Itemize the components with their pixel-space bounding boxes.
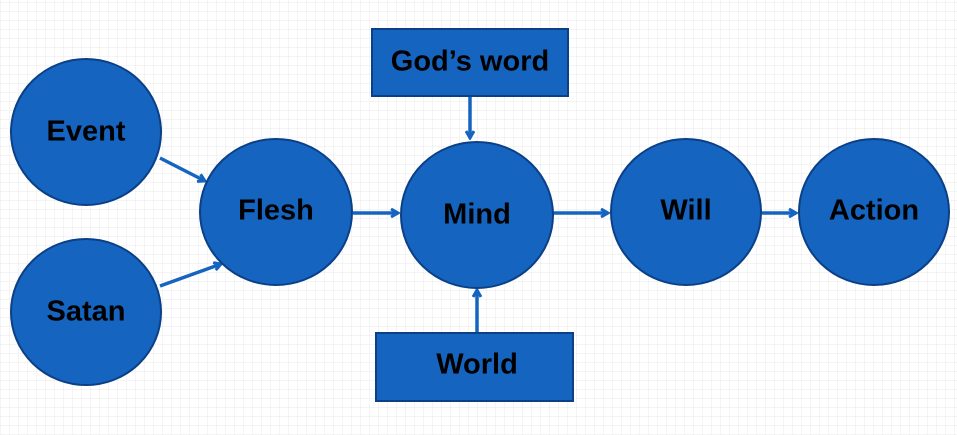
node-satan-shape — [10, 238, 162, 386]
node-flesh-label: Flesh — [238, 195, 314, 227]
node-event-shape — [10, 58, 162, 206]
node-satan: Satan — [10, 238, 162, 386]
node-event: Event — [10, 58, 162, 206]
edge-event-to-flesh — [159, 156, 205, 181]
node-event-label: Event — [47, 116, 126, 148]
node-action-label: Action — [829, 195, 919, 227]
node-will-label: Will — [660, 195, 711, 227]
node-will-shape — [610, 138, 762, 286]
node-world-shape — [375, 332, 574, 402]
node-mind: Mind — [400, 141, 554, 289]
node-mind-label: Mind — [443, 199, 511, 231]
node-mind-shape — [400, 141, 554, 289]
node-gods-word-shape — [371, 28, 569, 97]
node-flesh-shape — [199, 138, 353, 286]
node-satan-label: Satan — [47, 296, 126, 328]
node-world-label: World — [436, 349, 518, 381]
node-gods-word-label: God’s word — [391, 46, 549, 78]
node-action-shape — [798, 138, 950, 286]
node-will: Will — [610, 138, 762, 286]
node-world: World — [375, 332, 574, 402]
edges — [159, 97, 796, 332]
node-gods-word: God’s word — [371, 28, 569, 97]
node-action: Action — [798, 138, 950, 286]
node-flesh: Flesh — [199, 138, 353, 286]
edge-satan-to-flesh — [159, 264, 221, 288]
